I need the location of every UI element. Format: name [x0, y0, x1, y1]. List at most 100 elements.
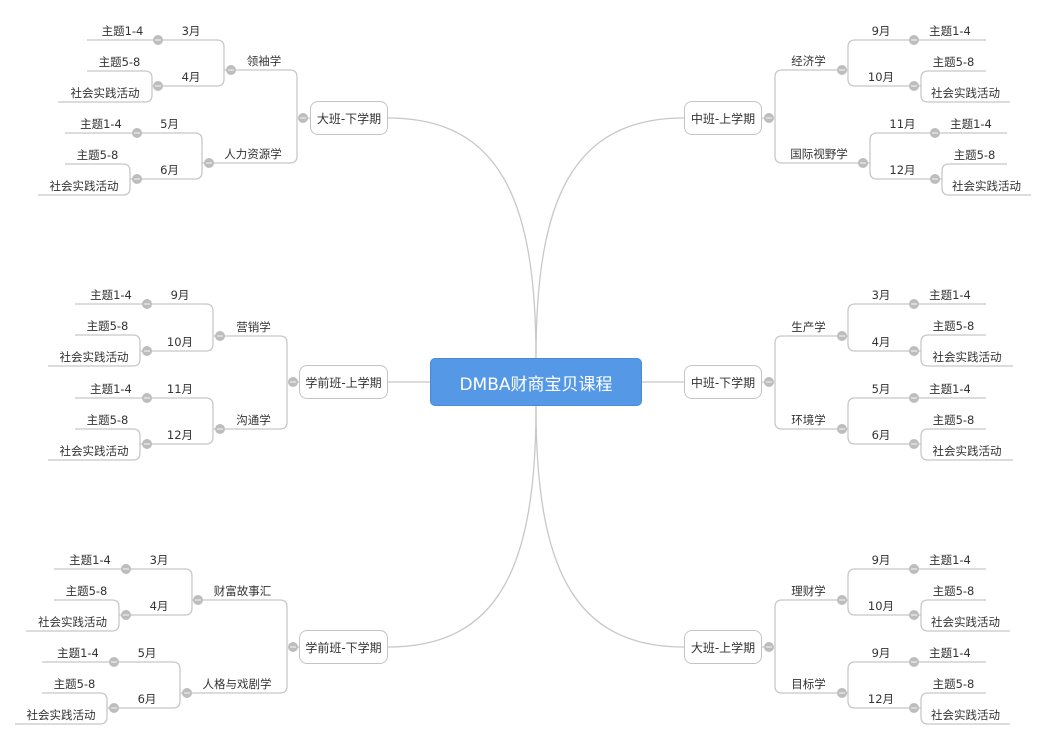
lesson-topic[interactable]: 主题5-8 [86, 413, 129, 427]
collapse-toggle-icon[interactable] [909, 703, 919, 713]
collapse-toggle-icon[interactable] [909, 393, 919, 403]
collapse-toggle-icon[interactable] [764, 113, 774, 123]
month-topic[interactable]: 9月 [871, 646, 891, 660]
lesson-topic[interactable]: 主题5-8 [53, 677, 96, 691]
month-topic[interactable]: 11月 [166, 382, 194, 396]
main-topic-box[interactable]: 中班-下学期 [684, 365, 762, 399]
collapse-toggle-icon[interactable] [109, 657, 119, 667]
subject-topic[interactable]: 沟通学 [236, 413, 271, 427]
subject-topic[interactable]: 人格与戏剧学 [202, 677, 272, 691]
month-topic[interactable]: 12月 [867, 692, 895, 706]
lesson-topic[interactable]: 社会实践活动 [38, 615, 107, 629]
lesson-topic[interactable]: 主题1-4 [69, 553, 111, 567]
collapse-toggle-icon[interactable] [909, 610, 919, 620]
lesson-topic[interactable]: 主题5-8 [76, 148, 119, 162]
collapse-toggle-icon[interactable] [142, 439, 152, 449]
lesson-topic[interactable]: 社会实践活动 [49, 179, 119, 193]
collapse-toggle-icon[interactable] [764, 642, 774, 652]
lesson-topic[interactable]: 社会实践活动 [26, 708, 96, 722]
month-topic[interactable]: 3月 [871, 288, 891, 302]
lesson-topic[interactable]: 主题5-8 [932, 55, 975, 69]
lesson-topic[interactable]: 主题5-8 [932, 584, 975, 598]
month-topic[interactable]: 9月 [871, 553, 891, 567]
collapse-toggle-icon[interactable] [121, 564, 131, 574]
main-topic-box[interactable]: 学前班-下学期 [299, 630, 388, 664]
collapse-toggle-icon[interactable] [930, 128, 940, 138]
lesson-topic[interactable]: 社会实践活动 [931, 708, 1000, 722]
collapse-toggle-icon[interactable] [109, 703, 119, 713]
month-topic[interactable]: 6月 [160, 163, 179, 177]
main-topic-box[interactable]: 学前班-上学期 [299, 365, 388, 399]
lesson-topic[interactable]: 主题5-8 [932, 413, 975, 427]
month-topic[interactable]: 11月 [889, 117, 916, 131]
month-topic[interactable]: 5月 [137, 646, 157, 660]
month-topic[interactable]: 3月 [181, 24, 201, 38]
lesson-topic[interactable]: 主题1-4 [80, 117, 122, 131]
collapse-toggle-icon[interactable] [215, 424, 225, 434]
collapse-toggle-icon[interactable] [837, 65, 847, 75]
collapse-toggle-icon[interactable] [909, 81, 919, 91]
month-topic[interactable]: 10月 [867, 70, 895, 84]
month-topic[interactable]: 5月 [160, 117, 179, 131]
lesson-topic[interactable]: 主题5-8 [65, 584, 108, 598]
lesson-topic[interactable]: 社会实践活动 [59, 350, 129, 364]
collapse-toggle-icon[interactable] [858, 158, 868, 168]
lesson-topic[interactable]: 社会实践活动 [931, 86, 1000, 100]
lesson-topic[interactable]: 主题5-8 [98, 55, 141, 69]
lesson-topic[interactable]: 主题1-4 [929, 646, 971, 660]
subject-topic[interactable]: 环境学 [791, 413, 826, 427]
collapse-toggle-icon[interactable] [298, 113, 308, 123]
month-topic[interactable]: 4月 [149, 599, 169, 613]
lesson-topic[interactable]: 主题1-4 [929, 24, 971, 38]
lesson-topic[interactable]: 社会实践活动 [932, 444, 1002, 458]
collapse-toggle-icon[interactable] [193, 595, 203, 605]
collapse-toggle-icon[interactable] [930, 174, 940, 184]
collapse-toggle-icon[interactable] [132, 174, 142, 184]
collapse-toggle-icon[interactable] [153, 81, 163, 91]
month-topic[interactable]: 5月 [871, 382, 891, 396]
collapse-toggle-icon[interactable] [837, 595, 847, 605]
subject-topic[interactable]: 理财学 [791, 584, 826, 598]
collapse-toggle-icon[interactable] [909, 346, 919, 356]
collapse-toggle-icon[interactable] [142, 346, 152, 356]
subject-topic[interactable]: 营销学 [236, 320, 271, 334]
collapse-toggle-icon[interactable] [226, 65, 236, 75]
collapse-toggle-icon[interactable] [215, 331, 225, 341]
collapse-toggle-icon[interactable] [837, 331, 847, 341]
main-topic-box[interactable]: 中班-上学期 [684, 101, 762, 135]
collapse-toggle-icon[interactable] [204, 158, 214, 168]
collapse-toggle-icon[interactable] [837, 688, 847, 698]
central-topic[interactable]: DMBA财商宝贝课程 [430, 358, 642, 406]
lesson-topic[interactable]: 社会实践活动 [932, 350, 1002, 364]
lesson-topic[interactable]: 主题1-4 [90, 288, 132, 302]
subject-topic[interactable]: 目标学 [791, 677, 826, 691]
collapse-toggle-icon[interactable] [153, 35, 163, 45]
month-topic[interactable]: 6月 [871, 428, 891, 442]
lesson-topic[interactable]: 主题1-4 [950, 117, 992, 131]
collapse-toggle-icon[interactable] [182, 688, 192, 698]
collapse-toggle-icon[interactable] [288, 642, 298, 652]
lesson-topic[interactable]: 主题1-4 [929, 553, 971, 567]
collapse-toggle-icon[interactable] [837, 424, 847, 434]
collapse-toggle-icon[interactable] [764, 377, 774, 387]
collapse-toggle-icon[interactable] [288, 377, 298, 387]
collapse-toggle-icon[interactable] [909, 35, 919, 45]
lesson-topic[interactable]: 社会实践活动 [952, 179, 1021, 193]
lesson-topic[interactable]: 主题5-8 [86, 319, 129, 333]
month-topic[interactable]: 9月 [871, 24, 891, 38]
collapse-toggle-icon[interactable] [132, 128, 142, 138]
month-topic[interactable]: 10月 [867, 599, 895, 613]
month-topic[interactable]: 4月 [181, 70, 201, 84]
month-topic[interactable]: 12月 [889, 163, 916, 177]
subject-topic[interactable]: 人力资源学 [224, 147, 282, 161]
subject-topic[interactable]: 经济学 [791, 54, 826, 68]
month-topic[interactable]: 9月 [170, 288, 190, 302]
collapse-toggle-icon[interactable] [142, 299, 152, 309]
collapse-toggle-icon[interactable] [121, 610, 131, 620]
main-topic-box[interactable]: 大班-上学期 [684, 630, 762, 664]
lesson-topic[interactable]: 主题5-8 [932, 319, 975, 333]
subject-topic[interactable]: 财富故事汇 [213, 584, 272, 598]
collapse-toggle-icon[interactable] [909, 564, 919, 574]
month-topic[interactable]: 4月 [871, 335, 891, 349]
lesson-topic[interactable]: 主题1-4 [929, 288, 971, 302]
